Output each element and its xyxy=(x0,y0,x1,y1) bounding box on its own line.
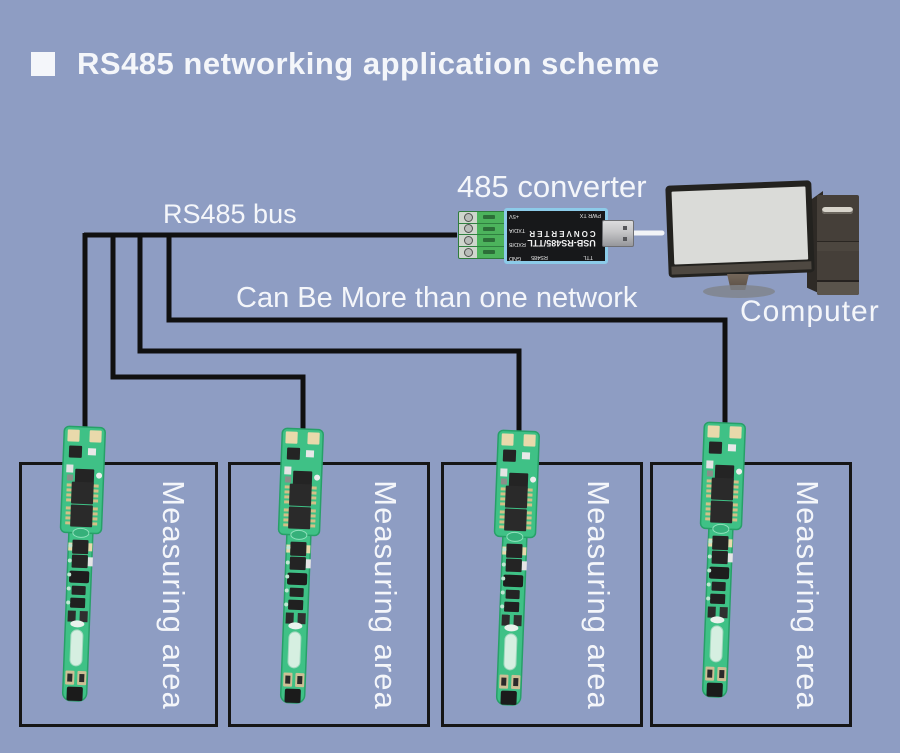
screw-cell xyxy=(459,212,477,223)
pin-label: +5V xyxy=(509,212,519,219)
screw-icon xyxy=(463,247,473,257)
wire-clamp xyxy=(477,235,505,246)
terminal-block xyxy=(458,211,506,259)
wire-clamp xyxy=(477,224,505,235)
usb-hole xyxy=(623,226,627,230)
pin-label: TXD/A xyxy=(509,226,526,233)
rs485-edge-label: RS485 xyxy=(531,254,548,260)
measuring-area-box-2: Measuring area xyxy=(228,462,430,727)
tower-front-face xyxy=(817,195,859,295)
usb-plug xyxy=(602,220,634,247)
screw-cell xyxy=(459,223,477,234)
tower-groove xyxy=(817,241,859,251)
network-note-label: Can Be More than one network xyxy=(236,282,638,314)
page-title-text: RS485 networking application scheme xyxy=(77,46,660,81)
computer-label: Computer xyxy=(740,295,880,328)
terminal-row xyxy=(459,246,505,259)
wire-clamp xyxy=(477,247,505,259)
measuring-area-box-1: Measuring area xyxy=(19,462,218,727)
wire-clamp xyxy=(477,212,505,223)
screw-icon xyxy=(463,235,473,245)
screw-icon xyxy=(463,212,473,222)
converter-silkscreen: USB-RS485/TTL CONVERTER +5V TXD/A RXD/B … xyxy=(507,211,605,261)
usb-rs485-converter: USB-RS485/TTL CONVERTER +5V TXD/A RXD/B … xyxy=(450,205,665,264)
computer-graphic xyxy=(655,175,900,305)
page-title: RS485 networking application scheme xyxy=(31,46,660,82)
measuring-area-label: Measuring area xyxy=(790,479,825,710)
screw-icon xyxy=(463,224,473,234)
pc-tower xyxy=(807,191,859,295)
pin-label: RXD/B xyxy=(509,240,526,247)
optical-drive-slot xyxy=(822,207,853,214)
screw-cell xyxy=(459,246,477,258)
monitor xyxy=(665,180,815,278)
measuring-area-label: Measuring area xyxy=(368,479,403,710)
screw-cell xyxy=(459,235,477,246)
measuring-area-box-4: Measuring area xyxy=(650,462,852,727)
rs485-bus-label: RS485 bus xyxy=(163,199,297,229)
title-bullet-square xyxy=(31,52,55,76)
status-led-label: PWR TX xyxy=(579,212,601,218)
usb-hole xyxy=(623,237,627,241)
drop-wire-2 xyxy=(110,233,306,429)
pin-labels: +5V TXD/A RXD/B GND xyxy=(509,212,526,261)
monitor-base xyxy=(703,285,775,298)
tower-bottom-band xyxy=(817,280,859,295)
measuring-area-label: Measuring area xyxy=(581,479,616,710)
terminal-row xyxy=(459,212,505,224)
monitor-screen xyxy=(671,186,809,265)
ttl-label: TTL xyxy=(583,254,593,260)
edge-labels: TTL RS485 xyxy=(531,254,593,260)
terminal-row xyxy=(459,223,505,235)
converter-model-text: USB-RS485/TTL CONVERTER xyxy=(527,228,596,248)
drop-wire-4 xyxy=(166,233,728,423)
measuring-area-box-3: Measuring area xyxy=(441,462,643,727)
converter-label: 485 converter xyxy=(457,169,647,204)
drop-wire-3 xyxy=(137,233,522,431)
converter-body: USB-RS485/TTL CONVERTER +5V TXD/A RXD/B … xyxy=(504,208,608,264)
measuring-area-label: Measuring area xyxy=(156,479,191,710)
terminal-row xyxy=(459,235,505,247)
pin-label: GND xyxy=(509,255,522,261)
